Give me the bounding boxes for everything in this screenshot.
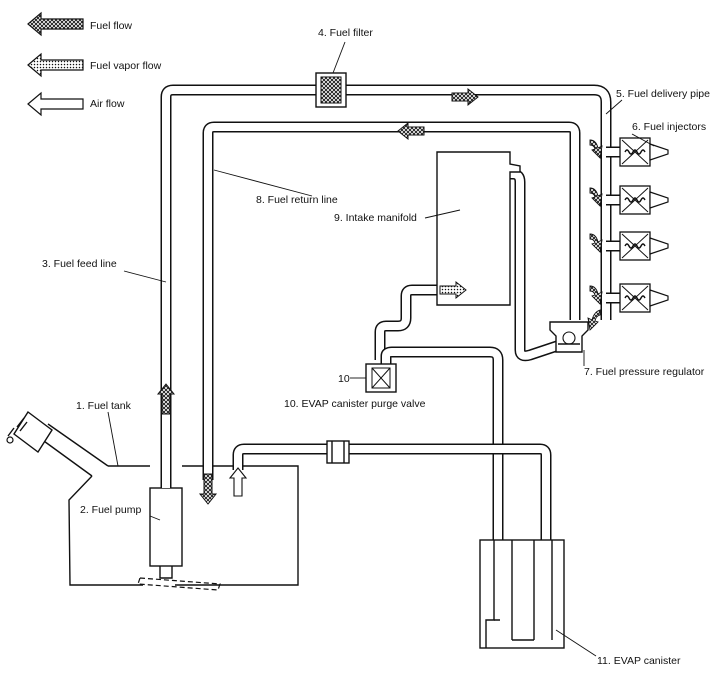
injector-1 xyxy=(619,137,669,167)
intake-manifold xyxy=(436,151,521,306)
regulator-arrow-icon xyxy=(587,309,601,331)
fuel-vapor-flow-arrow-icon xyxy=(27,52,84,78)
flow-arrows xyxy=(156,87,603,505)
legend-fuel-vapor-flow-label: Fuel vapor flow xyxy=(90,60,162,72)
leader-lines xyxy=(107,41,655,657)
purge-valve-label: 10. EVAP canister purge valve xyxy=(284,398,426,410)
fuel-pressure-regulator xyxy=(549,321,589,353)
evap-canister-label: 11. EVAP canister xyxy=(597,655,681,667)
fuel-tank-label: 1. Fuel tank xyxy=(76,400,131,412)
injector-3 xyxy=(619,231,669,261)
fuel-feed-line-label: 3. Fuel feed line xyxy=(42,258,117,270)
evap-canister-purge-valve xyxy=(365,363,397,393)
injector-4 xyxy=(619,283,669,313)
fuel-return-line-label: 8. Fuel return line xyxy=(256,194,338,206)
vapor-line-filter xyxy=(326,440,350,464)
return-flow-arrow-icon xyxy=(397,121,425,141)
fuel-tank xyxy=(6,410,299,586)
fuel-injectors xyxy=(619,137,669,313)
air-flow-up-arrow-icon xyxy=(228,467,248,497)
legend-air-flow-label: Air flow xyxy=(90,98,125,110)
fuel-delivery-pipe-label: 5. Fuel delivery pipe xyxy=(616,88,710,100)
fuel-injectors-label: 6. Fuel injectors xyxy=(632,121,707,133)
injector-arrow-icon xyxy=(589,187,603,207)
return-down-arrow-icon xyxy=(198,473,218,505)
fuel-pump-label: 2. Fuel pump xyxy=(80,504,142,516)
intake-manifold-label: 9. Intake manifold xyxy=(334,212,417,224)
fuel-filter-label: 4. Fuel filter xyxy=(318,27,373,39)
fuel-flow-arrow-icon xyxy=(27,11,84,37)
pipes xyxy=(160,84,622,540)
pump-up-arrow-icon xyxy=(156,383,176,415)
legend-fuel-flow-label: Fuel flow xyxy=(90,20,133,32)
injector-arrow-icon xyxy=(589,139,603,159)
purge-valve-number-label: 10 xyxy=(338,373,350,385)
injector-2 xyxy=(619,185,669,215)
legend xyxy=(27,11,84,117)
fuel-filter xyxy=(315,72,347,108)
air-flow-arrow-icon xyxy=(27,91,84,117)
fuel-pressure-regulator-label: 7. Fuel pressure regulator xyxy=(584,366,705,378)
vapor-flow-arrow-icon xyxy=(439,280,467,300)
evap-canister xyxy=(479,539,565,649)
fuel-pump xyxy=(137,487,221,591)
fuel-filler-cap-icon xyxy=(13,410,53,454)
injector-arrow-icon xyxy=(589,233,603,253)
fuel-flow-arrow-icon xyxy=(451,87,479,107)
injector-arrow-icon xyxy=(589,285,603,305)
